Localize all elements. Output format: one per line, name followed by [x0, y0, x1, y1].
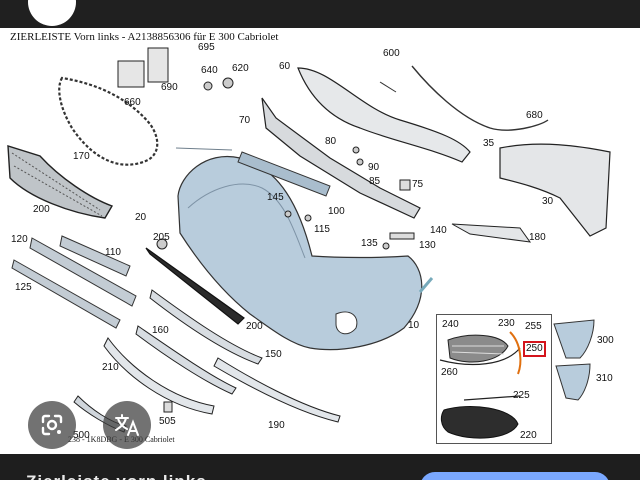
part-label[interactable]: 20	[135, 212, 147, 223]
trim-190	[213, 357, 341, 423]
part-label[interactable]: 210	[102, 362, 119, 373]
strip-110	[59, 235, 131, 277]
part-label[interactable]: 85	[369, 176, 381, 187]
harness-680	[411, 65, 549, 131]
part-label[interactable]: 160	[152, 325, 169, 336]
part-label[interactable]: 170	[73, 151, 90, 162]
module-690	[147, 47, 169, 83]
part-label-highlighted[interactable]: 250	[523, 341, 546, 357]
translate-icon	[115, 414, 139, 436]
sensor-620	[222, 77, 234, 89]
part-label[interactable]: 240	[442, 319, 459, 330]
inset-frame	[436, 314, 552, 444]
module-660	[117, 60, 145, 88]
google-lens-button[interactable]	[28, 401, 76, 449]
grille-frame-170	[58, 76, 159, 166]
part-label[interactable]: 75	[412, 179, 424, 190]
part-label[interactable]: 640	[201, 65, 218, 76]
trim-225	[463, 395, 521, 401]
part-label[interactable]: 140	[430, 225, 447, 236]
part-label[interactable]: 225	[513, 390, 530, 401]
parts-diagram: ZIERLEISTE Vorn links - A2138856306 für …	[0, 28, 640, 454]
page-title: ZIERLEISTE Vorn links - A2138856306 für …	[10, 31, 279, 43]
part-label[interactable]: 30	[542, 196, 554, 207]
part-label[interactable]: 125	[15, 282, 32, 293]
strip-125	[11, 259, 121, 329]
part-label[interactable]: 190	[268, 420, 285, 431]
part-label[interactable]: 35	[483, 138, 495, 149]
bracket-30	[499, 143, 611, 237]
trim-150	[149, 289, 263, 365]
part-label[interactable]: 260	[441, 367, 458, 378]
profile-avatar[interactable]	[28, 0, 76, 26]
cover-310	[555, 363, 591, 401]
part-label[interactable]: 680	[526, 110, 543, 121]
strip-145	[237, 151, 331, 197]
translate-button[interactable]	[103, 401, 151, 449]
part-label[interactable]: 310	[596, 373, 613, 384]
bezel-260	[439, 347, 521, 366]
strip-120	[29, 237, 137, 307]
part-label[interactable]: 600	[383, 48, 400, 59]
part-label[interactable]: 150	[265, 349, 282, 360]
part-label[interactable]: 620	[232, 63, 249, 74]
part-label[interactable]: 300	[597, 335, 614, 346]
grille-200	[7, 145, 114, 219]
part-label[interactable]: 695	[198, 42, 215, 53]
part-label[interactable]: 120	[11, 234, 28, 245]
part-label[interactable]: 180	[529, 232, 546, 243]
impact-absorber-60	[297, 67, 471, 163]
action-pill-button[interactable]	[420, 472, 610, 480]
part-label[interactable]: 230	[498, 318, 515, 329]
bottom-bar: Zierleiste vorn links	[0, 454, 640, 480]
part-label[interactable]: 100	[328, 206, 345, 217]
trim-160	[135, 325, 237, 395]
part-label[interactable]: 205	[153, 232, 170, 243]
part-label[interactable]: 200	[33, 204, 50, 215]
top-bar	[0, 0, 640, 28]
part-label[interactable]: 135	[361, 238, 378, 249]
part-label[interactable]: 500	[73, 430, 90, 441]
part-label[interactable]: 200	[246, 321, 263, 332]
part-label[interactable]: 505	[159, 416, 176, 427]
part-label[interactable]: 255	[525, 321, 542, 332]
part-label[interactable]: 60	[279, 61, 291, 72]
cover-300	[553, 319, 595, 359]
part-label[interactable]: 110	[105, 247, 121, 258]
part-label[interactable]: 115	[314, 224, 330, 235]
part-label[interactable]: 80	[325, 136, 337, 147]
bracket-70	[261, 97, 421, 219]
part-label[interactable]: 90	[368, 162, 380, 173]
part-label[interactable]: 690	[161, 82, 178, 93]
google-lens-icon	[41, 414, 63, 436]
trim-210	[103, 337, 215, 415]
sensor-640	[203, 81, 213, 91]
part-label[interactable]: 130	[419, 240, 436, 251]
part-label[interactable]: 660	[124, 97, 141, 108]
part-label[interactable]: 220	[520, 430, 537, 441]
grille-240	[447, 334, 509, 363]
part-label[interactable]: 10	[408, 320, 420, 331]
mesh-220	[440, 405, 519, 439]
result-title[interactable]: Zierleiste vorn links	[26, 472, 207, 480]
bracket-180	[451, 223, 532, 243]
part-label[interactable]: 145	[267, 192, 284, 203]
lower-grille-200	[145, 247, 245, 325]
part-label[interactable]: 70	[239, 115, 251, 126]
